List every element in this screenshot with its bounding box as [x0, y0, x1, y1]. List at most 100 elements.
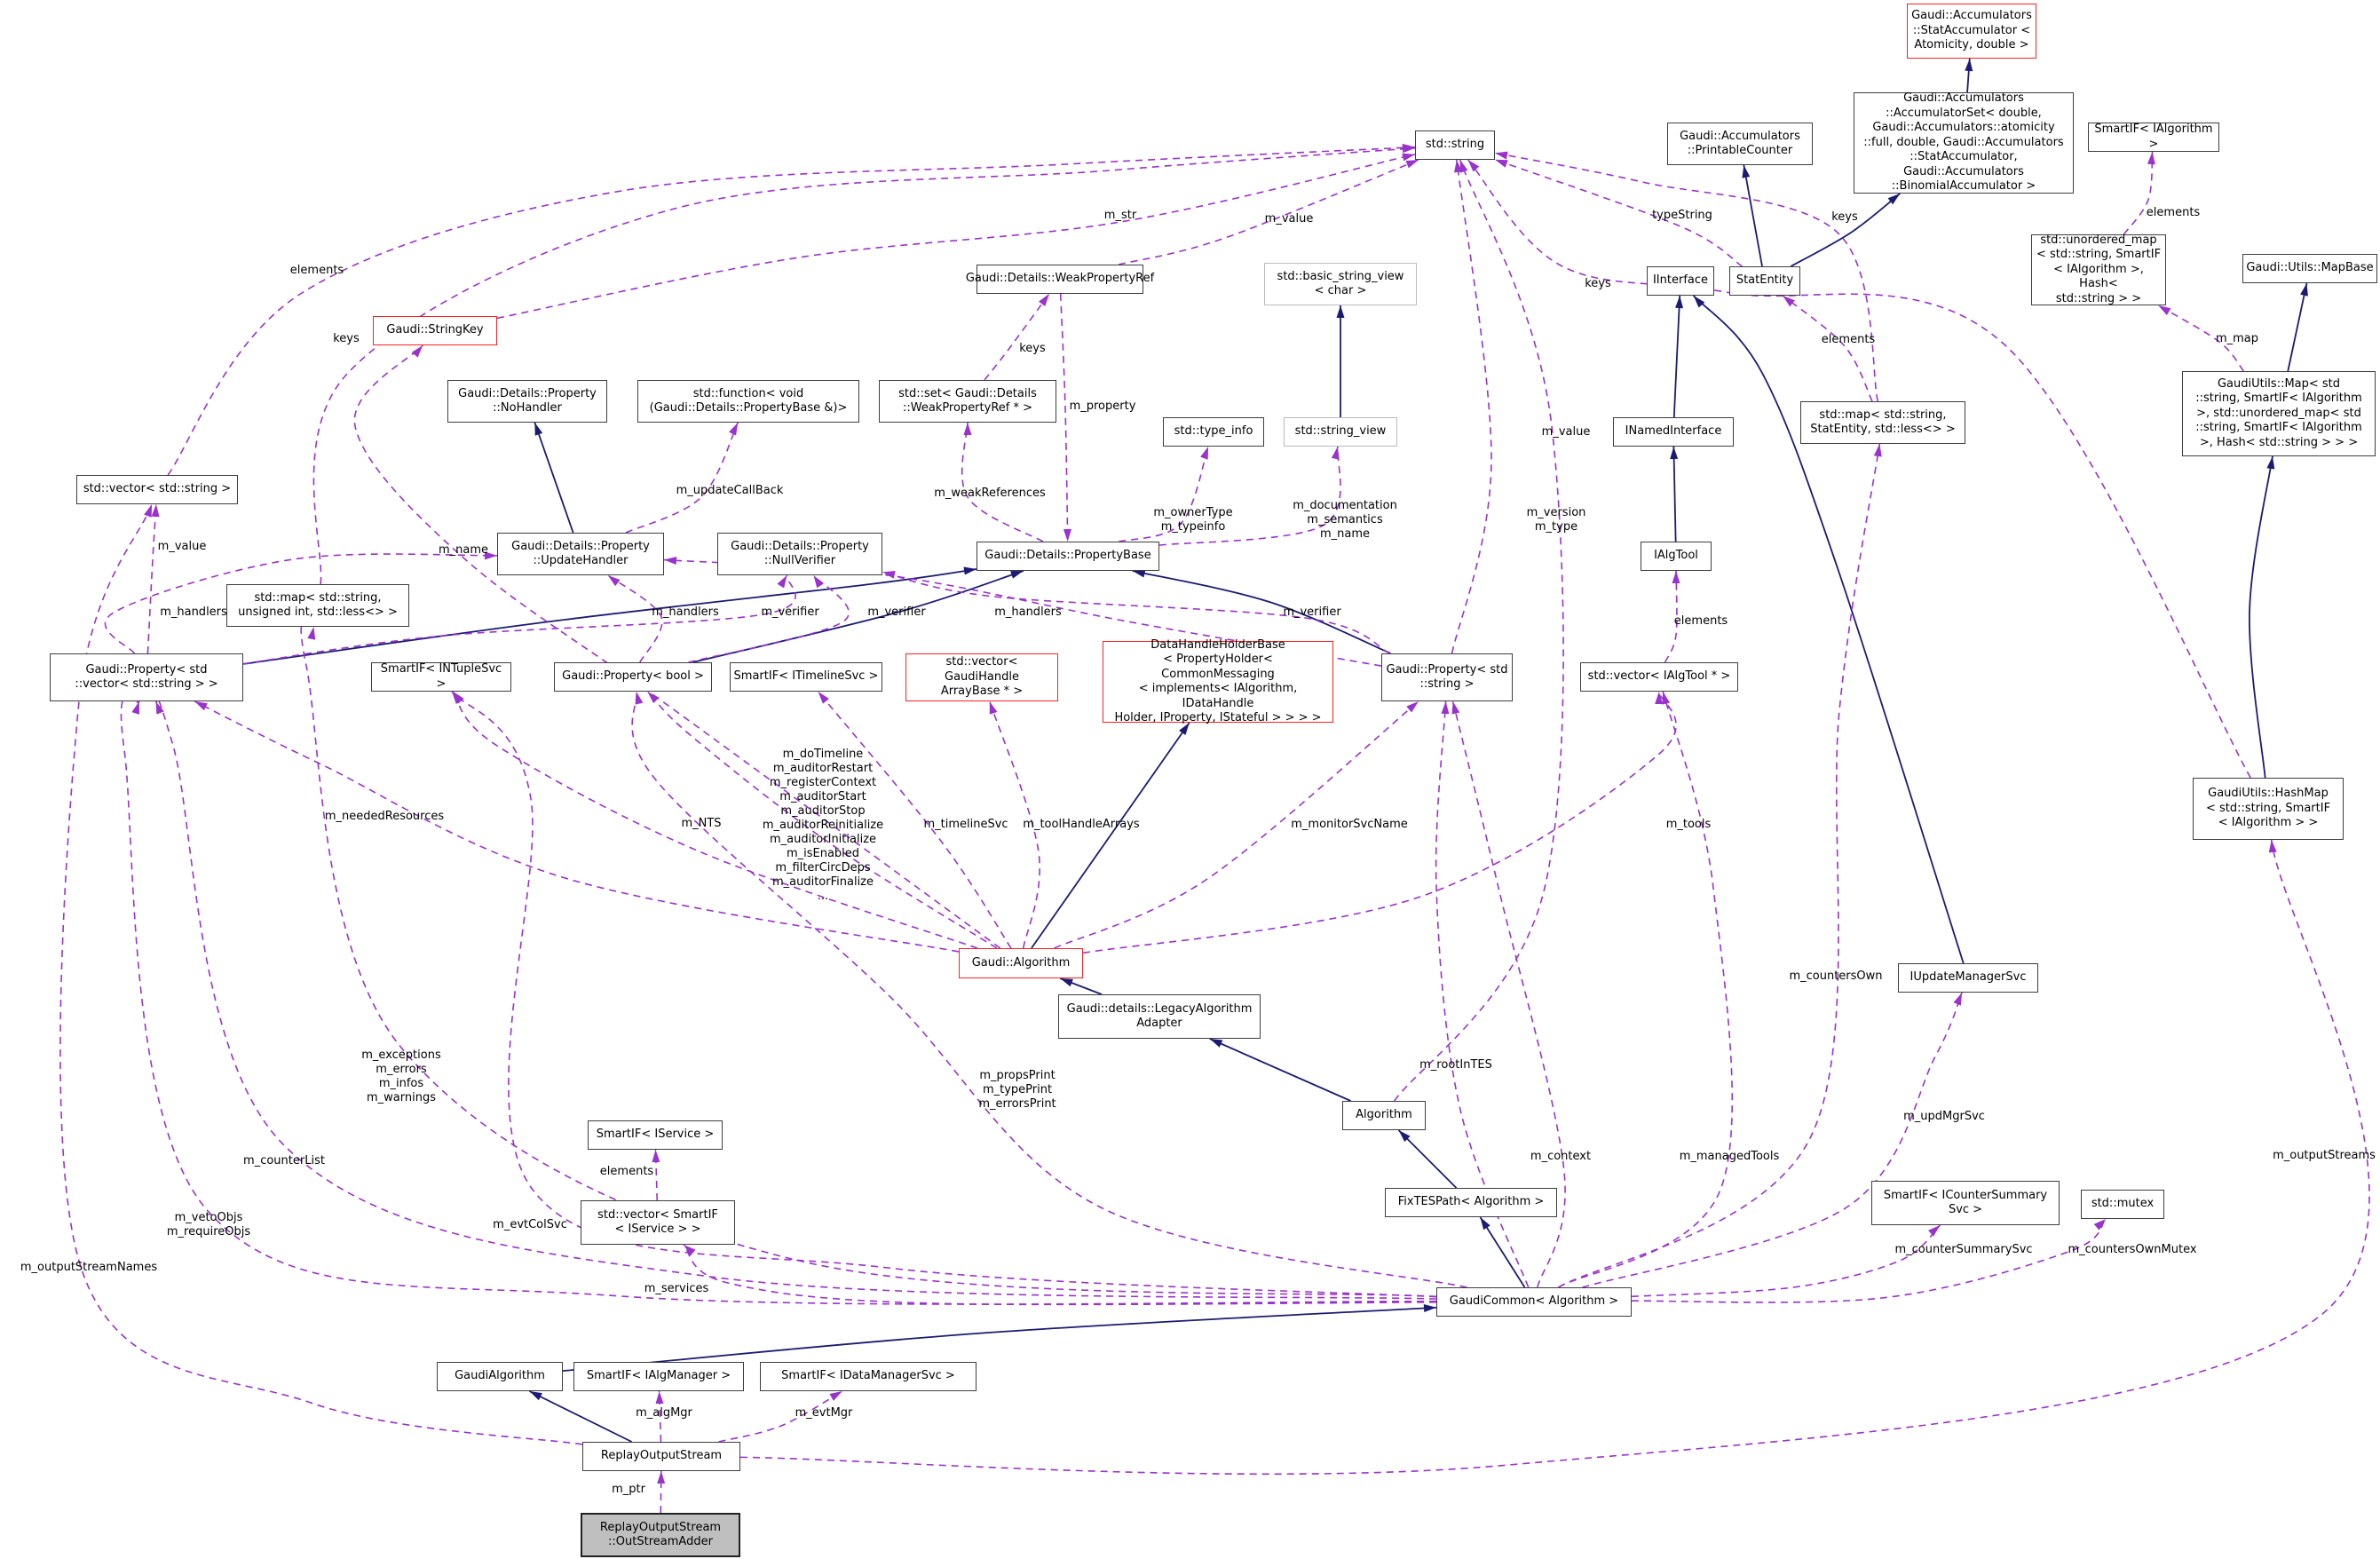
node-stat_accumulator[interactable]: Gaudi::Accumulators ::StatAccumulator < …: [1907, 4, 2036, 59]
node-iinterface[interactable]: IInterface: [1647, 266, 1714, 296]
node-vector_smartif_iservice[interactable]: std::vector< SmartIF < IService > >: [581, 1200, 735, 1245]
edge-label-m_verifier: m_verifier: [761, 605, 819, 619]
node-printable_counter[interactable]: Gaudi::Accumulators ::PrintableCounter: [1667, 123, 1813, 165]
node-vector_gaudihandle[interactable]: std::vector< GaudiHandle ArrayBase * >: [905, 653, 1058, 701]
node-ialgtool[interactable]: IAlgTool: [1641, 542, 1712, 571]
edge-property_vecstring-vector_string: [146, 503, 157, 654]
node-map_unsigned[interactable]: std::map< std::string, unsigned int, std…: [226, 584, 409, 627]
node-gaudi_algorithm[interactable]: Gaudi::Algorithm: [959, 948, 1083, 978]
node-string_view[interactable]: std::string_view: [1284, 417, 1397, 447]
node-nohandler[interactable]: Gaudi::Details::Property ::NoHandler: [447, 380, 607, 423]
node-smartif_icountersummary[interactable]: SmartIF< ICounterSummary Svc >: [1871, 1181, 2060, 1225]
arrowhead-icon: [882, 570, 896, 579]
arrowhead-icon: [1132, 569, 1146, 578]
edge-label-keys: keys: [1019, 342, 1046, 355]
edge-label-m_exceptions: m_exceptions m_errors m_infos m_warnings: [361, 1049, 441, 1104]
node-vector_ialgtool[interactable]: std::vector< IAlgTool * >: [1580, 662, 1738, 692]
edge-property_base-std_set: [961, 422, 1044, 542]
node-smartif_intuplesvc[interactable]: SmartIF< INTupleSvc >: [371, 662, 511, 692]
node-stringkey[interactable]: Gaudi::StringKey: [373, 316, 497, 345]
node-smartif_ialgorithm[interactable]: SmartIF< IAlgorithm >: [2088, 123, 2219, 152]
node-accumulator_set[interactable]: Gaudi::Accumulators ::AccumulatorSet< do…: [1854, 91, 2074, 194]
edge-property_vecstring-property_base: [242, 568, 977, 665]
edge-fixtespath-algorithm_box: [1397, 1129, 1458, 1189]
arrowhead-icon: [1402, 145, 1415, 154]
node-smartif_iservice[interactable]: SmartIF< IService >: [588, 1120, 723, 1150]
node-smartif_itimelinesvc[interactable]: SmartIF< ITimelineSvc >: [730, 662, 882, 692]
arrowhead-icon: [2266, 456, 2275, 470]
edge-label-m_evtColSvc: m_evtColSvc: [493, 1218, 567, 1231]
arrowhead-icon: [1459, 160, 1468, 173]
node-property_base[interactable]: Gaudi::Details::PropertyBase: [977, 542, 1159, 571]
arrowhead-icon: [1039, 294, 1049, 306]
arrowhead-icon: [144, 504, 153, 518]
edge-vector_string-std_string: [167, 146, 1416, 476]
node-gaudialgorithm[interactable]: GaudiAlgorithm: [437, 1362, 563, 1391]
arrowhead-icon: [1441, 701, 1450, 715]
node-replayoutputstream[interactable]: ReplayOutputStream: [582, 1442, 740, 1471]
node-unordered_map[interactable]: std::unordered_map < std::string, SmartI…: [2031, 233, 2166, 305]
node-weakpropertyref[interactable]: Gaudi::Details::WeakPropertyRef: [966, 265, 1154, 294]
node-smartif_idatamanagersvc[interactable]: SmartIF< IDataManagerSvc >: [760, 1362, 977, 1391]
arrowhead-icon: [1451, 701, 1460, 715]
edge-replayoutputstream-gaudiutils_hashmap: [739, 839, 2370, 1476]
node-std_string[interactable]: std::string: [1415, 131, 1495, 160]
edge-property_base-type_info: [1119, 446, 1209, 542]
edge-replayoutputstream-gaudialgorithm: [528, 1390, 633, 1443]
arrowhead-icon: [1467, 160, 1480, 172]
edge-label-m_handlers: m_handlers: [994, 605, 1062, 619]
node-property_string[interactable]: Gaudi::Property< std ::string >: [1381, 653, 1513, 701]
edge-gaudi_algorithm-vector_gaudihandle: [989, 700, 1040, 949]
edge-label-m_context: m_context: [1530, 1150, 1592, 1163]
node-statentity[interactable]: StatEntity: [1729, 266, 1800, 296]
arrowhead-icon: [1742, 165, 1751, 178]
node-std_set[interactable]: std::set< Gaudi::Details ::WeakPropertyR…: [879, 380, 1056, 423]
node-null_verifier[interactable]: Gaudi::Details::Property ::NullVerifier: [717, 533, 882, 575]
node-gaudiutils_hashmap[interactable]: GaudiUtils::HashMap < std::string, Smart…: [2193, 778, 2344, 840]
edge-label-m_timelineSvc: m_timelineSvc: [923, 818, 1008, 831]
node-mapbase[interactable]: Gaudi::Utils::MapBase: [2242, 254, 2377, 283]
node-std_mutex[interactable]: std::mutex: [2081, 1190, 2164, 1219]
edge-map_statentity-statentity: [1782, 295, 1873, 402]
edge-property_vecstring-null_verifier: [242, 574, 796, 665]
edge-label-m_counterSummarySvc: m_counterSummarySvc: [1894, 1243, 2033, 1256]
node-algorithm_box[interactable]: Algorithm: [1342, 1101, 1426, 1130]
arrowhead-icon: [1672, 571, 1680, 583]
edge-property_base-string_view: [1158, 446, 1341, 546]
edge-label-m_counterList: m_counterList: [243, 1154, 325, 1167]
node-gaudicommon[interactable]: GaudiCommon< Algorithm >: [1436, 1287, 1632, 1317]
edge-label-m_value: m_value: [1541, 425, 1591, 439]
node-iupdatemanagersvc[interactable]: IUpdateManagerSvc: [1898, 963, 2038, 993]
node-basic_string_view[interactable]: std::basic_string_view < char >: [1264, 263, 1417, 305]
edge-gaudicommon-vector_smartif_iservice: [683, 1244, 1437, 1306]
arrowhead-icon: [452, 692, 463, 704]
node-std_function[interactable]: std::function< void (Gaudi::Details::Pro…: [637, 380, 859, 423]
arrowhead-icon: [1331, 447, 1340, 460]
node-inamedinterface[interactable]: INamedInterface: [1613, 417, 1734, 447]
edge-label-elements: elements: [1673, 614, 1728, 628]
node-legacy_adapter[interactable]: Gaudi::details::LegacyAlgorithm Adapter: [1058, 994, 1261, 1039]
node-smartif_ialgmanager[interactable]: SmartIF< IAlgManager >: [573, 1362, 744, 1391]
node-property_bool[interactable]: Gaudi::Property< bool >: [554, 662, 712, 692]
node-gaudiutils_map[interactable]: GaudiUtils::Map< std ::string, SmartIF< …: [2182, 371, 2376, 456]
node-property_vecstring[interactable]: Gaudi::Property< std ::vector< std::stri…: [50, 653, 243, 701]
node-update_handler[interactable]: Gaudi::Details::Property ::UpdateHandler: [497, 533, 664, 575]
edge-vector_ialgtool-ialgtool: [1664, 570, 1678, 663]
edge-label-keys: keys: [1585, 277, 1611, 290]
arrowhead-icon: [1010, 571, 1024, 579]
arrowhead-icon: [1200, 447, 1209, 460]
node-map_statentity[interactable]: std::map< std::string, StatEntity, std::…: [1800, 401, 1965, 444]
edge-property_bool-null_verifier: [688, 574, 850, 663]
node-datahandleholder[interactable]: DataHandleHolderBase < PropertyHolder< C…: [1103, 638, 1333, 724]
edge-stringkey-std_string: [496, 154, 1416, 320]
node-vector_string[interactable]: std::vector< std::string >: [76, 475, 238, 504]
edge-label-m_evtMgr: m_evtMgr: [795, 1406, 853, 1420]
arrowhead-icon: [2147, 152, 2155, 165]
arrowhead-icon: [534, 423, 543, 436]
edge-label-m_name: m_name: [438, 543, 489, 557]
node-type_info[interactable]: std::type_info: [1163, 417, 1264, 447]
edge-algorithm_box-std_string: [1393, 159, 1564, 1102]
edge-gaudicommon-std_mutex: [1631, 1218, 2107, 1303]
node-fixtespath[interactable]: FixTESPath< Algorithm >: [1385, 1188, 1557, 1217]
